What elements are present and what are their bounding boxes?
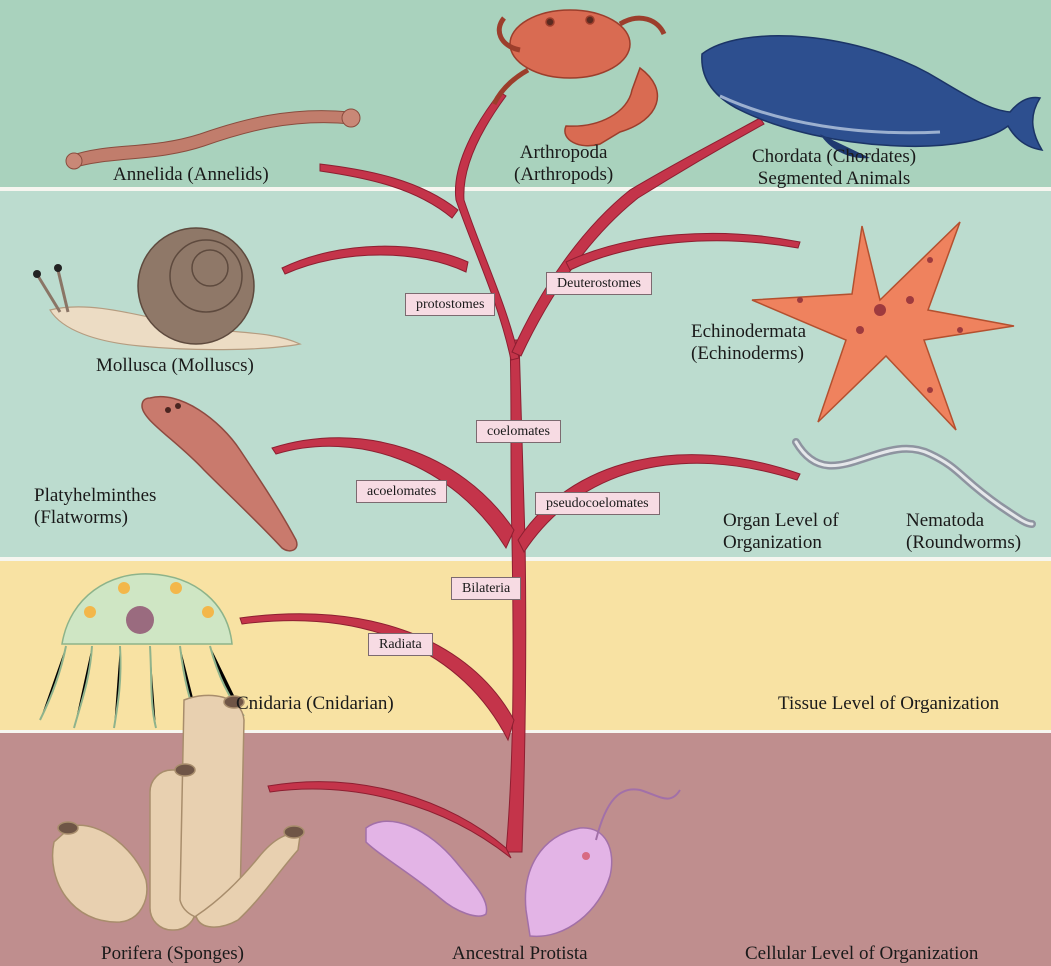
node-protostomes: protostomes (405, 293, 495, 316)
band-divider-bottom (0, 730, 1051, 733)
label-mollusca: Mollusca (Molluscs) (96, 355, 254, 377)
label-organ-level-line1: Organ Level of (723, 510, 839, 532)
label-arthropoda: Arthropoda(Arthropods) (514, 142, 613, 186)
label-protista: Ancestral Protista (452, 943, 588, 965)
label-organ-level-line2: Organization (723, 532, 839, 554)
label-mollusca-line1: Mollusca (Molluscs) (96, 355, 254, 377)
label-chordata: Chordata (Chordates)Segmented Animals (752, 146, 916, 190)
node-coelomates: coelomates (476, 420, 561, 443)
label-platyhelminthes-line2: (Flatworms) (34, 507, 156, 529)
label-tissue-level-line1: Tissue Level of Organization (778, 693, 999, 715)
label-tissue-level: Tissue Level of Organization (778, 693, 999, 715)
label-echinodermata: Echinodermata(Echinoderms) (691, 321, 806, 365)
label-porifera: Porifera (Sponges) (101, 943, 244, 965)
node-radiata: Radiata (368, 633, 433, 656)
label-annelida-line1: Annelida (Annelids) (113, 164, 269, 186)
label-chordata-line2: Segmented Animals (752, 168, 916, 190)
label-porifera-line1: Porifera (Sponges) (101, 943, 244, 965)
label-nematoda: Nematoda(Roundworms) (906, 510, 1021, 554)
label-echinodermata-line2: (Echinoderms) (691, 343, 806, 365)
label-arthropoda-line1: Arthropoda (514, 142, 613, 164)
label-platyhelminthes: Platyhelminthes(Flatworms) (34, 485, 156, 529)
label-echinodermata-line1: Echinodermata (691, 321, 806, 343)
label-nematoda-line1: Nematoda (906, 510, 1021, 532)
label-cellular-level-line1: Cellular Level of Organization (745, 943, 978, 965)
node-deuterostomes: Deuterostomes (546, 272, 652, 295)
label-cnidaria-line1: Cnidaria (Cnidarian) (236, 693, 394, 715)
label-nematoda-line2: (Roundworms) (906, 532, 1021, 554)
node-pseudocoelomates: pseudocoelomates (535, 492, 660, 515)
label-arthropoda-line2: (Arthropods) (514, 164, 613, 186)
label-protista-line1: Ancestral Protista (452, 943, 588, 965)
label-cellular-level: Cellular Level of Organization (745, 943, 978, 965)
label-cnidaria: Cnidaria (Cnidarian) (236, 693, 394, 715)
node-acoelomates: acoelomates (356, 480, 447, 503)
label-platyhelminthes-line1: Platyhelminthes (34, 485, 156, 507)
label-annelida: Annelida (Annelids) (113, 164, 269, 186)
label-chordata-line1: Chordata (Chordates) (752, 146, 916, 168)
node-bilateria: Bilateria (451, 577, 521, 600)
